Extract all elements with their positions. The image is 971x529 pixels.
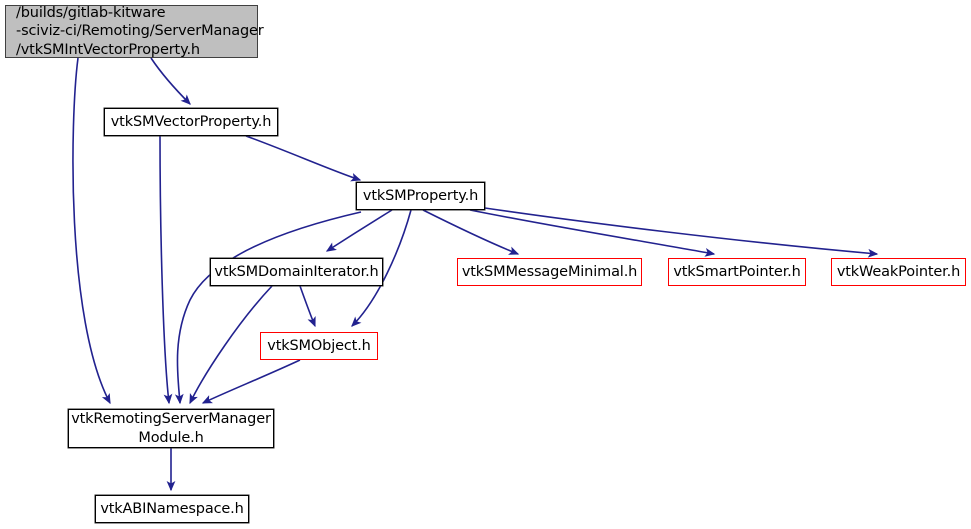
graph-node-label-smobject: vtkSMObject.h <box>267 337 371 354</box>
edge-vectorproperty-to-module <box>159 135 173 405</box>
graph-node-label-domainiterator: vtkSMDomainIterator.h <box>214 263 379 280</box>
graph-node-property[interactable]: vtkSMProperty.h <box>356 182 485 210</box>
graph-node-module[interactable]: vtkRemotingServerManager Module.h <box>68 409 274 448</box>
edge-smobject-to-module <box>201 359 301 404</box>
graph-node-label-vectorproperty: vtkSMVectorProperty.h <box>110 113 272 130</box>
graph-node-root[interactable]: /builds/gitlab-kitware -sciviz-ci/Remoti… <box>5 5 264 58</box>
edge-property-to-weakpointer <box>477 206 879 258</box>
edge-root-to-vectorproperty <box>150 57 191 105</box>
graph-node-label-smartpointer: vtkSmartPointer.h <box>673 263 801 280</box>
graph-node-abinamespace[interactable]: vtkABINamespace.h <box>95 495 249 523</box>
graph-node-label-messageminimal: vtkSMMessageMinimal.h <box>461 263 638 280</box>
edge-property-to-messageminimal <box>422 209 520 255</box>
graph-node-messageminimal[interactable]: vtkSMMessageMinimal.h <box>457 258 642 286</box>
graph-node-weakpointer[interactable]: vtkWeakPointer.h <box>831 258 966 286</box>
graph-node-domainiterator[interactable]: vtkSMDomainIterator.h <box>210 258 383 286</box>
graph-node-label-module: vtkRemotingServerManager Module.h <box>71 410 271 446</box>
edge-vectorproperty-to-property <box>245 135 362 182</box>
edge-property-to-smartpointer <box>469 209 716 257</box>
graph-node-label-property: vtkSMProperty.h <box>362 187 479 204</box>
edge-property-to-module <box>174 211 362 405</box>
graph-node-smartpointer[interactable]: vtkSmartPointer.h <box>668 258 806 286</box>
graph-node-label-weakpointer: vtkWeakPointer.h <box>836 263 961 280</box>
graph-node-label-root: /builds/gitlab-kitware -sciviz-ci/Remoti… <box>16 4 264 58</box>
graph-node-label-abinamespace: vtkABINamespace.h <box>100 500 244 517</box>
edge-domainiterator-to-smobject <box>299 285 316 328</box>
edge-property-to-domainiterator <box>325 209 393 252</box>
graph-node-vectorproperty[interactable]: vtkSMVectorProperty.h <box>104 108 278 136</box>
graph-node-smobject[interactable]: vtkSMObject.h <box>260 332 378 360</box>
